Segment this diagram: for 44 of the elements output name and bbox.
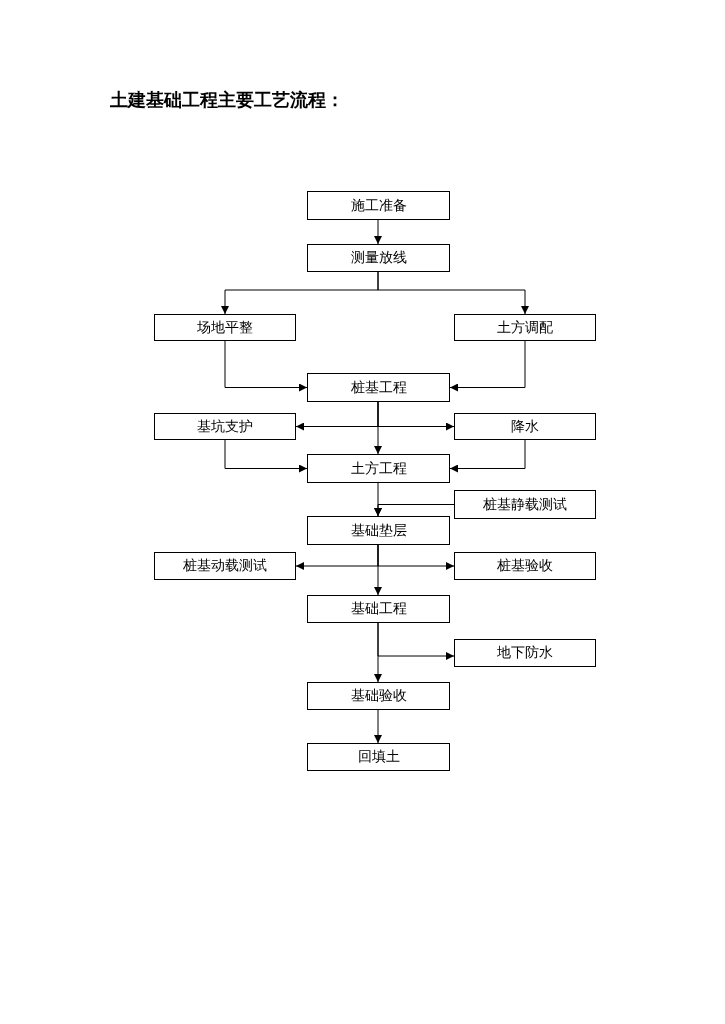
step-label: 场地平整 — [197, 318, 253, 337]
step-label: 基础工程 — [350, 600, 407, 618]
process-box — [307, 373, 450, 402]
process-box — [307, 743, 450, 771]
process-box — [454, 314, 596, 341]
arrow — [374, 709, 382, 744]
process-box — [454, 413, 596, 440]
arrow — [374, 544, 382, 596]
process-box — [454, 552, 596, 580]
process-box — [307, 454, 450, 483]
arrow — [374, 504, 455, 517]
step-label: 测量放线 — [350, 249, 407, 267]
process-box — [307, 595, 450, 623]
arrow — [377, 271, 529, 315]
step-label: 降水 — [511, 417, 539, 436]
step-label: 基础验收 — [350, 687, 407, 705]
step-label: 土方调配 — [497, 318, 553, 337]
step-label: 桩基工程 — [350, 378, 407, 397]
arrow — [224, 439, 308, 473]
arrow — [374, 622, 382, 683]
process-box — [454, 639, 596, 667]
step-label: 桩基动载测试 — [183, 557, 267, 575]
process-box — [454, 490, 596, 519]
step-label: 基坑支护 — [197, 417, 253, 436]
title: 土建基础工程主要工艺流程： — [110, 88, 344, 112]
process-box — [307, 191, 450, 220]
arrow — [449, 340, 526, 392]
step-label: 桩基静载测试 — [483, 495, 567, 514]
process-box — [154, 314, 296, 341]
process-box — [154, 413, 296, 440]
arrow — [449, 439, 526, 473]
process-box — [307, 516, 450, 545]
arrow — [374, 219, 382, 245]
arrow — [224, 340, 308, 392]
step-label: 土方工程 — [350, 459, 407, 478]
step-label: 地下防水 — [497, 644, 553, 662]
arrow — [374, 401, 382, 455]
step-label: 桩基验收 — [497, 557, 553, 575]
process-box — [307, 682, 450, 710]
step-label: 回填土 — [357, 748, 400, 766]
process-box — [154, 552, 296, 580]
process-box — [307, 244, 450, 272]
step-label: 基础垫层 — [350, 521, 407, 540]
step-label: 施工准备 — [350, 196, 407, 215]
